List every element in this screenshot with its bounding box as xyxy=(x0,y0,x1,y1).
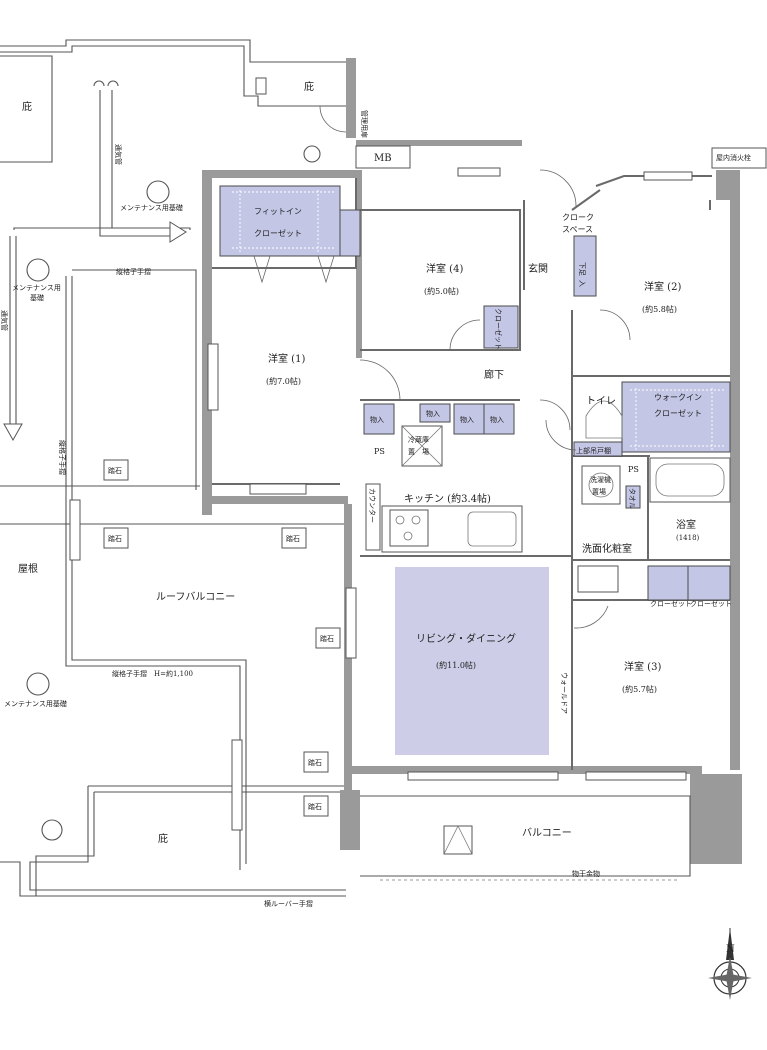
vent-label: 通気管 xyxy=(0,310,9,331)
ps-label: PS xyxy=(374,447,385,456)
fixtures-outdoor xyxy=(3,80,321,841)
fitin-label: フィットイン xyxy=(254,207,302,216)
western3-area: (約5.7帖) xyxy=(622,684,657,694)
cloak-label-2: スペース xyxy=(562,225,593,234)
fitin-label-2: クローゼット xyxy=(254,228,302,238)
step-stone-label: 踏石 xyxy=(308,758,322,767)
living-label: リビング・ダイニング xyxy=(416,632,516,645)
living-area: (約11.0帖) xyxy=(436,660,476,670)
balcony-outline xyxy=(360,795,691,881)
step-stone-label: 踏石 xyxy=(286,534,300,543)
lattice-rail-h-label: 縦格子手摺 H=約1,100 xyxy=(112,669,193,678)
partitions xyxy=(212,175,730,770)
bath-fixtures xyxy=(577,400,731,593)
step-stone-label: 踏石 xyxy=(308,802,322,811)
counter-label: カウンター xyxy=(368,488,377,523)
hydrant-label: 屋内消火栓 xyxy=(716,153,751,162)
eaves-label: 庇 xyxy=(304,80,314,93)
drying-rack-label: 物干金物 xyxy=(572,869,600,878)
western1-area: (約7.0帖) xyxy=(266,376,301,386)
bath-size: (1418) xyxy=(676,534,700,542)
towel-label: タオル xyxy=(628,488,637,509)
storage-label: 物入 xyxy=(370,415,384,424)
closet-western4 xyxy=(483,305,519,349)
storage-label: 物入 xyxy=(426,409,440,418)
washer-label-2: 置場 xyxy=(592,487,606,496)
labels: 庇 庇 庇 屋根 ルーフバルコニー バルコニー 洋室 (1) (約7.0帖) 洋… xyxy=(0,80,751,955)
closet-western3-b xyxy=(687,565,731,601)
eaves-label: 庇 xyxy=(158,832,168,845)
shoe-label: 下足 xyxy=(578,262,586,276)
lattice-rail-label: 縦格子手摺 xyxy=(58,440,67,475)
storage-label: 物入 xyxy=(490,415,504,424)
closet-vertical-label: クローゼット xyxy=(494,308,503,350)
shoe-box xyxy=(573,235,597,297)
eaves-label: 庇 xyxy=(22,100,32,113)
bath-label: 浴室 xyxy=(676,518,696,531)
entrance-label: 玄関 xyxy=(528,262,548,275)
roof-label: 屋根 xyxy=(18,562,38,575)
wall-door-label: ウォールドア xyxy=(560,672,568,714)
mb-label: MB xyxy=(374,153,392,164)
toilet-label: トイレ xyxy=(586,396,616,407)
walkin-label-2: クローゼット xyxy=(654,408,702,418)
kitchen-label: キッチン (約3.4帖) xyxy=(404,492,491,505)
maint-base-label-a: メンテナンス用 xyxy=(12,284,61,292)
step-stone-label: 踏石 xyxy=(108,466,122,475)
ps-label: PS xyxy=(628,465,639,474)
western2-label: 洋室 (2) xyxy=(644,280,681,293)
cloak-label: クローク xyxy=(562,213,594,222)
doors xyxy=(253,105,631,629)
kitchen-fixtures xyxy=(365,425,523,553)
lattice-rail-label: 縦格子手摺 xyxy=(116,267,151,276)
living-dining-floor xyxy=(395,567,549,755)
top-cabinet-label: 上部吊戸棚 xyxy=(576,446,611,455)
site-outline xyxy=(0,39,346,897)
western4-area: (約5.0帖) xyxy=(424,286,459,296)
step-stones xyxy=(103,459,341,817)
fridge-label: 冷蔵庫 xyxy=(408,435,429,444)
closet-label: クローゼット xyxy=(650,599,692,608)
western1-label: 洋室 (1) xyxy=(268,352,305,365)
storage-label: 物入 xyxy=(460,415,474,424)
corridor-label: 廊下 xyxy=(484,368,504,381)
western2-area: (約5.8帖) xyxy=(642,304,677,314)
shoe-label-2: 入 xyxy=(578,280,586,287)
pipe-space-label: 管理用扉 xyxy=(360,110,369,138)
windows xyxy=(207,77,693,781)
roof-balcony-label: ルーフバルコニー xyxy=(156,591,235,603)
maint-base-label: メンテナンス用基礎 xyxy=(4,699,67,708)
washroom-label: 洗面化粧室 xyxy=(582,542,632,555)
washer-label: 洗濯機 xyxy=(590,475,611,484)
north-label: N xyxy=(726,944,735,955)
maint-base-label-b: 基礎 xyxy=(30,293,44,302)
vent-label: 通気管 xyxy=(114,144,123,165)
western4-label: 洋室 (4) xyxy=(426,262,463,275)
walkin-label: ウォークイン xyxy=(654,393,702,402)
closet-label: クローゼット xyxy=(690,599,732,608)
maint-base-label: メンテナンス用基礎 xyxy=(120,203,183,212)
closets xyxy=(219,185,731,601)
balcony-label: バルコニー xyxy=(522,827,572,839)
louver-rail-label: 横ルーバー手摺 xyxy=(264,899,313,908)
step-stone-label: 踏石 xyxy=(108,534,122,543)
fridge-label-2: 置 場 xyxy=(408,447,429,456)
compass-icon xyxy=(708,928,752,1000)
step-stone-label: 踏石 xyxy=(320,634,334,643)
western3-label: 洋室 (3) xyxy=(624,660,661,673)
fitin-closet xyxy=(219,185,341,257)
closet-western3-a xyxy=(647,565,689,601)
